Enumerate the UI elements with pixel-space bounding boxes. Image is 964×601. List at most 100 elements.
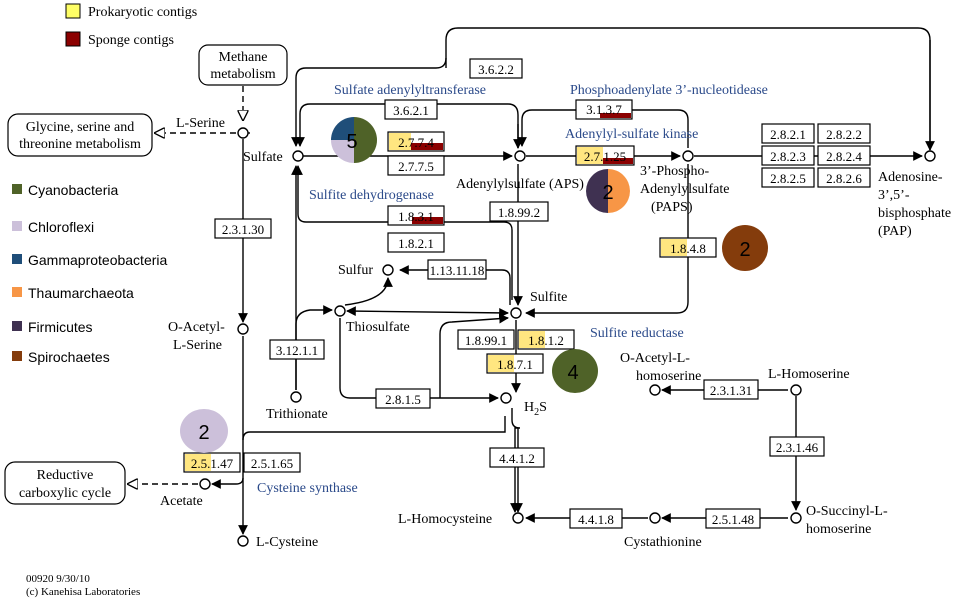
label-aps: Adenylylsulfate (APS): [456, 177, 584, 192]
label-l-serine: L-Serine: [176, 116, 225, 131]
svg-text:1.8.4.8: 1.8.4.8: [670, 241, 706, 256]
ec-1-8-4-8[interactable]: 1.8.4.8: [659, 237, 717, 258]
ec-2-8-1-5[interactable]: 2.8.1.5: [375, 388, 431, 409]
ec-1-13-11-18[interactable]: 1.13.11.18: [427, 259, 487, 280]
pathway-glycine-serine-threonine[interactable]: Glycine, serine and threonine metabolism: [7, 113, 153, 157]
node-h2s[interactable]: [500, 392, 512, 404]
node-pap[interactable]: [924, 150, 936, 162]
svg-text:2.8.2.4: 2.8.2.4: [826, 149, 862, 164]
legend-swatch-firmicutes: [12, 321, 22, 331]
footer-map-id: 00920 9/30/10: [26, 573, 90, 585]
ec-2-8-2-1[interactable]: 2.8.2.1: [761, 123, 815, 144]
label-o-acetyl-l-serine-2: L-Serine: [173, 338, 222, 353]
circle-sulfite-reductase: 4: [552, 349, 598, 393]
node-o-acetyl-l-homoserine[interactable]: [649, 384, 661, 396]
svg-text:2.3.1.30: 2.3.1.30: [222, 222, 264, 237]
ec-1-8-99-1[interactable]: 1.8.99.1: [457, 329, 515, 350]
label-paps-3: (PAPS): [651, 200, 693, 215]
legend-swatch-gammaproteobacteria: [12, 254, 22, 264]
node-sulfate[interactable]: [292, 150, 304, 162]
node-o-succinyl-l-homoserine[interactable]: [790, 512, 802, 524]
node-l-homocysteine[interactable]: [512, 512, 524, 524]
svg-text:Reductive: Reductive: [37, 468, 94, 483]
ec-2-5-1-48[interactable]: 2.5.1.48: [705, 508, 761, 529]
svg-text:3.12.1.1: 3.12.1.1: [276, 343, 318, 358]
enzyme-labels: Sulfate adenylyltransferase Phosphoadeny…: [257, 83, 768, 496]
ec-2-3-1-30[interactable]: 2.3.1.30: [214, 218, 272, 239]
ec-3-1-3-7[interactable]: 3.1.3.7: [575, 99, 633, 120]
ec-2-7-7-4[interactable]: 2.7.7.4: [387, 131, 445, 152]
ec-2-5-1-47[interactable]: 2.5.1.47: [183, 452, 241, 473]
circle-1-8-4-8: 2: [722, 225, 768, 271]
ec-3-12-1-1[interactable]: 3.12.1.1: [269, 339, 325, 360]
pathway-reductive-carboxylic-cycle[interactable]: Reductive carboxylic cycle: [4, 461, 126, 505]
svg-text:3.6.2.2: 3.6.2.2: [478, 62, 514, 77]
svg-text:2.3.1.46: 2.3.1.46: [776, 440, 819, 455]
node-l-cysteine[interactable]: [237, 535, 249, 547]
legend-label-spirochaetes: Spirochaetes: [28, 349, 110, 365]
ec-1-8-3-1[interactable]: 1.8.3.1: [387, 205, 445, 226]
label-cystathionine: Cystathionine: [624, 535, 702, 550]
legend-swatch-cyanobacteria: [12, 184, 22, 194]
enzyme-label-sulfite-dehydrogenase: Sulfite dehydrogenase: [309, 188, 434, 203]
ec-2-7-7-5[interactable]: 2.7.7.5: [387, 155, 445, 176]
svg-text:2.7.7.5: 2.7.7.5: [398, 159, 434, 174]
ec-4-4-1-2[interactable]: 4.4.1.2: [489, 447, 545, 468]
ec-2-8-2-5[interactable]: 2.8.2.5: [761, 167, 815, 188]
svg-text:2.8.2.2: 2.8.2.2: [826, 127, 862, 142]
label-trithionate: Trithionate: [266, 407, 328, 422]
svg-text:2.7.7.4: 2.7.7.4: [398, 135, 434, 150]
label-pap-3: bisphosphate: [878, 206, 951, 221]
label-sulfate: Sulfate: [243, 150, 283, 165]
node-sulfite[interactable]: [510, 307, 522, 319]
compound-labels: L-Serine Sulfate Adenylylsulfate (APS) 3…: [160, 116, 951, 550]
ec-1-8-99-2[interactable]: 1.8.99.2: [489, 201, 549, 222]
ec-3-6-2-2[interactable]: 3.6.2.2: [469, 58, 523, 79]
circle-count-cysteine-synthase: 2: [198, 422, 209, 444]
node-l-homoserine[interactable]: [790, 384, 802, 396]
enzyme-label-sulfate-adenylyltransferase: Sulfate adenylyltransferase: [334, 83, 486, 98]
svg-text:2.8.2.1: 2.8.2.1: [770, 127, 806, 142]
label-paps-2: Adenylylsulfate: [640, 182, 729, 197]
ec-2-3-1-31[interactable]: 2.3.1.31: [703, 379, 759, 400]
node-cystathionine[interactable]: [649, 512, 661, 524]
node-acetate[interactable]: [199, 478, 211, 490]
node-l-serine[interactable]: [237, 127, 249, 139]
ec-1-8-1-2[interactable]: 1.8.1.2: [517, 329, 575, 350]
svg-text:3.1.3.7: 3.1.3.7: [586, 102, 622, 117]
node-o-acetyl-l-serine[interactable]: [237, 323, 249, 335]
legend-label-thaumarchaeota: Thaumarchaeota: [28, 285, 134, 301]
ec-1-8-7-1[interactable]: 1.8.7.1: [486, 353, 544, 374]
label-l-homocysteine: L-Homocysteine: [398, 512, 492, 527]
label-thiosulfate: Thiosulfate: [346, 320, 410, 335]
legend-swatch-spirochaetes: [12, 351, 22, 361]
enzyme-label-sulfite-reductase: Sulfite reductase: [590, 326, 684, 341]
node-thiosulfate[interactable]: [334, 305, 346, 317]
ec-boxes: 3.6.2.2 3.6.2.1 3.1.3.7 2.7.7.4 2.7.7.5: [183, 58, 871, 529]
ec-2-8-2-3[interactable]: 2.8.2.3: [761, 145, 815, 166]
svg-text:3.6.2.1: 3.6.2.1: [393, 103, 429, 118]
ec-3-6-2-1[interactable]: 3.6.2.1: [384, 99, 438, 120]
node-aps[interactable]: [514, 150, 526, 162]
ec-2-5-1-65[interactable]: 2.5.1.65: [243, 452, 301, 473]
svg-text:4.4.1.8: 4.4.1.8: [578, 512, 614, 527]
ec-2-8-2-4[interactable]: 2.8.2.4: [817, 145, 871, 166]
svg-text:metabolism: metabolism: [210, 67, 275, 82]
circle-count-sulfite-reductase: 4: [567, 362, 578, 384]
pathway-methane-metabolism[interactable]: Methane metabolism: [198, 44, 288, 86]
legend-label-cyanobacteria: Cyanobacteria: [28, 182, 118, 198]
svg-text:2.8.2.5: 2.8.2.5: [770, 171, 806, 186]
node-trithionate[interactable]: [290, 391, 302, 403]
ec-4-4-1-8[interactable]: 4.4.1.8: [569, 508, 623, 529]
ec-2-3-1-46[interactable]: 2.3.1.46: [769, 436, 825, 457]
svg-text:1.8.3.1: 1.8.3.1: [398, 209, 434, 224]
ec-2-7-1-25[interactable]: 2.7.1.25: [575, 145, 635, 166]
node-paps[interactable]: [682, 150, 694, 162]
label-l-homoserine: L-Homoserine: [768, 367, 850, 382]
footer-copyright: (c) Kanehisa Laboratories: [26, 586, 140, 598]
ec-1-8-2-1[interactable]: 1.8.2.1: [387, 232, 445, 253]
node-sulfur[interactable]: [382, 264, 394, 276]
ec-2-8-2-2[interactable]: 2.8.2.2: [817, 123, 871, 144]
ec-2-8-2-6[interactable]: 2.8.2.6: [817, 167, 871, 188]
